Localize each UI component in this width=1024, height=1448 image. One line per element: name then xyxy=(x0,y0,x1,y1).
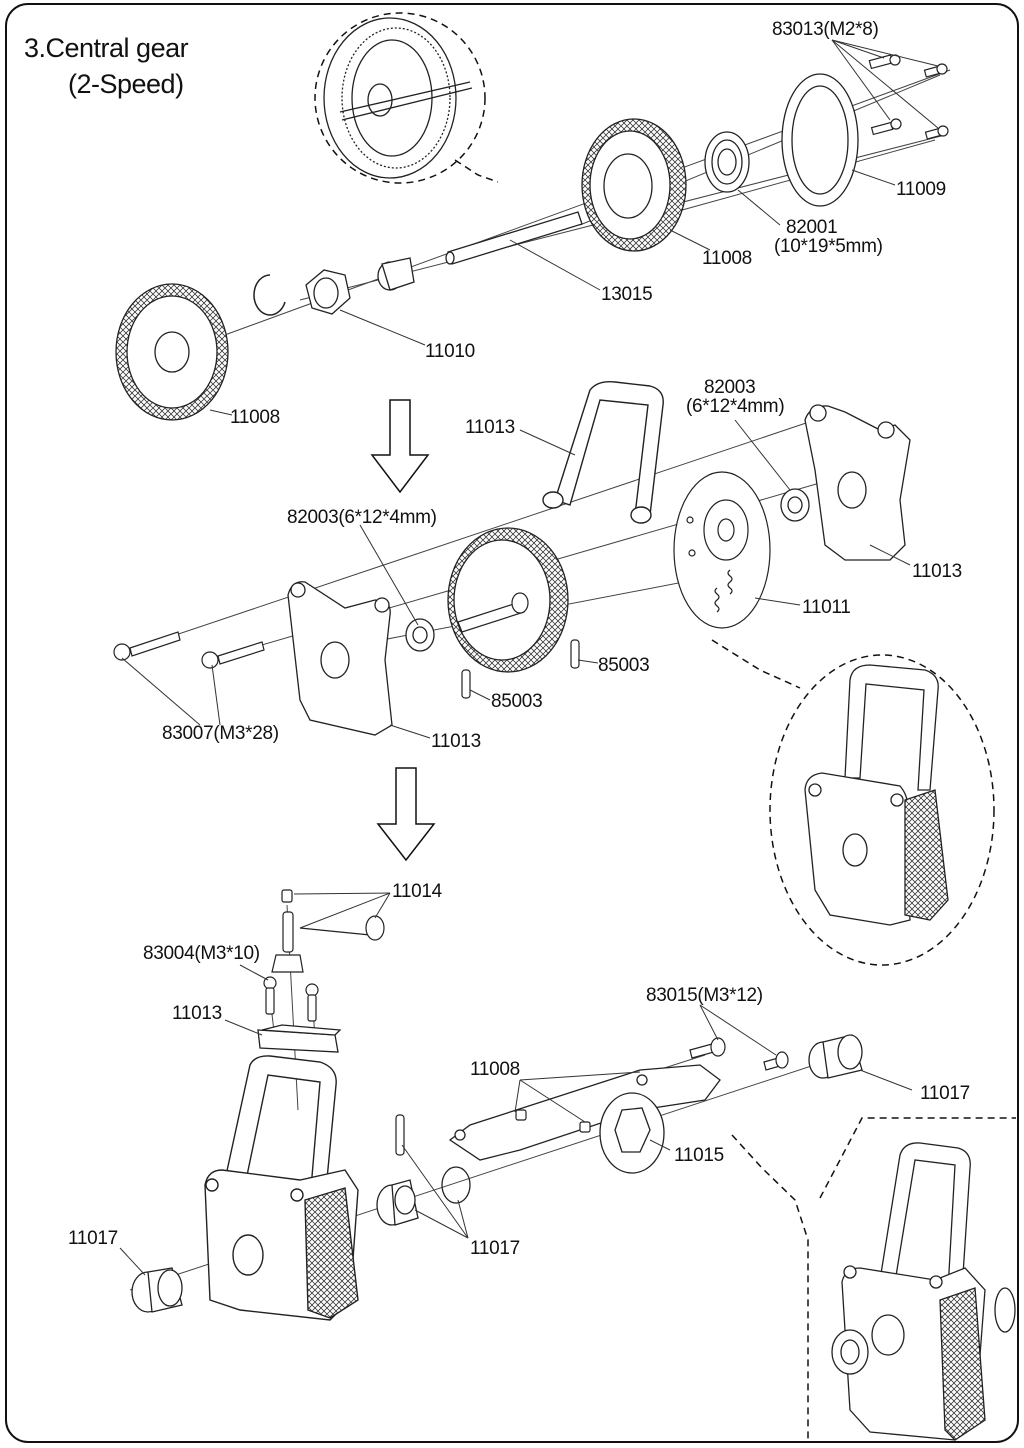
arrow-down-1 xyxy=(370,399,430,494)
gear-11008-mid xyxy=(447,527,569,673)
label-13015: 13015 xyxy=(601,284,653,305)
block-11013 xyxy=(257,1024,342,1053)
plate-11009 xyxy=(781,73,859,207)
label-11008-top: 11008 xyxy=(702,248,752,269)
gear-detail-top xyxy=(323,17,473,179)
housing-11013-right xyxy=(804,404,911,561)
label-11013-low: 11013 xyxy=(172,1003,222,1024)
screws-83015 xyxy=(689,1037,789,1071)
gear-11008-left xyxy=(115,283,229,421)
arrow-down-2 xyxy=(376,767,436,862)
label-11014: 11014 xyxy=(392,881,442,902)
disc-11015 xyxy=(599,1092,665,1174)
label-85003-right: 85003 xyxy=(598,655,650,676)
label-82003-top: 82003 xyxy=(704,377,756,398)
label-83013: 83013(M2*8) xyxy=(772,19,879,40)
label-11013-mid: 11013 xyxy=(431,731,481,752)
label-11009: 11009 xyxy=(896,179,946,200)
label-11013-top: 11013 xyxy=(465,417,515,438)
bearing-82003-mid xyxy=(405,618,435,652)
label-11010: 11010 xyxy=(425,341,475,362)
label-82003-mid: 82003(6*12*4mm) xyxy=(287,507,437,528)
label-11013-right: 11013 xyxy=(912,561,962,582)
label-11011: 11011 xyxy=(802,597,851,618)
assembly-detail-mid xyxy=(804,664,949,926)
detail-oval-mid xyxy=(711,639,995,966)
label-83007: 83007(M3*28) xyxy=(162,723,279,744)
detail-region-bottom xyxy=(731,1117,1016,1440)
assembly-bottom-main xyxy=(204,1055,359,1321)
label-85003-mid: 85003 xyxy=(491,691,543,712)
leaders-step3 xyxy=(119,892,913,1276)
label-82001: 82001 xyxy=(786,217,838,238)
leaders-step2 xyxy=(121,419,911,739)
o-ring xyxy=(441,1166,471,1204)
label-83004: 83004(M3*10) xyxy=(143,943,260,964)
detail-circle-top xyxy=(314,12,499,184)
disc-11011 xyxy=(673,471,771,629)
cup-11017-left xyxy=(131,1267,183,1313)
section-title: 3.Central gear (2-Speed) xyxy=(24,30,189,102)
bearing-82003-top xyxy=(780,488,810,522)
snap-ring xyxy=(253,274,286,316)
label-82003-top-size: (6*12*4mm) xyxy=(686,396,785,417)
parts-11014 xyxy=(271,889,385,973)
plate-11008-low xyxy=(448,1064,721,1161)
cup-11017-right xyxy=(808,1034,863,1079)
setscrews-11008 xyxy=(515,1109,591,1133)
section-title-line2: (2-Speed) xyxy=(68,69,184,99)
bearing-82001 xyxy=(704,131,750,193)
label-83015: 83015(M3*12) xyxy=(646,985,763,1006)
page-border xyxy=(5,3,1019,1443)
nut-11010 xyxy=(305,269,351,315)
pin-11017 xyxy=(395,1114,405,1156)
label-11008-left: 11008 xyxy=(230,407,280,428)
spacer xyxy=(377,257,415,291)
label-11015: 11015 xyxy=(674,1145,724,1166)
assembly-detail-bottom xyxy=(831,1142,1016,1441)
screws-83007 xyxy=(113,631,265,669)
screw-83013-group xyxy=(868,54,949,140)
pins-85003 xyxy=(461,639,580,699)
section-title-line1: 3.Central gear xyxy=(24,33,189,63)
housing-11013-left xyxy=(287,581,393,736)
label-11008-low: 11008 xyxy=(470,1059,520,1080)
leaders-step1 xyxy=(209,39,939,416)
shaft-13015 xyxy=(445,211,583,265)
label-82001-size: (10*19*5mm) xyxy=(774,236,883,257)
label-11017-mid: 11017 xyxy=(470,1238,520,1259)
bracket-11013-loop xyxy=(542,380,664,524)
screws-83004 xyxy=(263,976,319,1022)
label-11017-right: 11017 xyxy=(920,1083,970,1104)
cup-11017-mid xyxy=(376,1179,419,1226)
gear-11008-top xyxy=(581,118,687,252)
label-11017-left: 11017 xyxy=(68,1228,118,1249)
